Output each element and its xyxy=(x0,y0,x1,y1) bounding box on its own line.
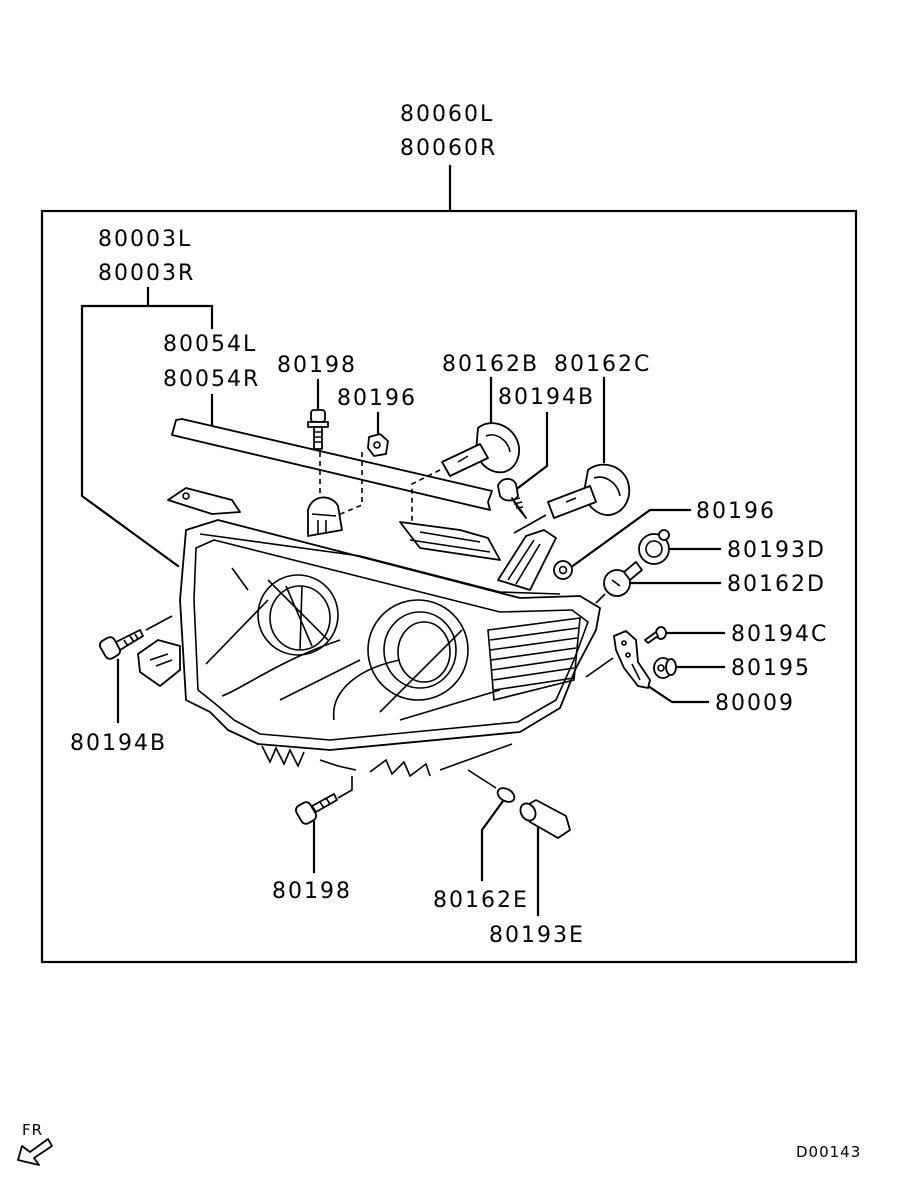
bulb-high-icon xyxy=(547,463,631,519)
trim-label-right[interactable]: 80054R xyxy=(163,367,260,392)
callout-screw-left[interactable]: 80194B xyxy=(70,731,167,756)
callout-bulb-d[interactable]: 80162D xyxy=(727,572,826,597)
callout-bolt-top[interactable]: 80198 xyxy=(277,353,357,378)
screw-icon xyxy=(497,478,527,519)
screw-top-leader xyxy=(516,411,549,490)
bolt-bottom-path xyxy=(337,776,353,799)
rear-socket-housing xyxy=(497,529,557,591)
callout-bolt-bottom[interactable]: 80198 xyxy=(272,879,352,904)
bulb-high-path xyxy=(513,514,547,534)
callout-bracket[interactable]: 80009 xyxy=(715,691,795,716)
assembly-label-right[interactable]: 80060R xyxy=(400,136,497,161)
housing-label-right[interactable]: 80003R xyxy=(98,261,195,286)
direction-label: FR xyxy=(22,1121,43,1139)
screw-left-path xyxy=(145,615,173,631)
callout-bulb-low[interactable]: 80162B xyxy=(442,352,539,377)
callout-nut-top[interactable]: 80196 xyxy=(337,386,417,411)
assembly-frame xyxy=(40,209,858,964)
diagram-code: D00143 xyxy=(796,1143,861,1161)
bulb-d-icon xyxy=(603,561,643,597)
socket-d-icon xyxy=(638,529,670,565)
callout-bulb-e[interactable]: 80162E xyxy=(433,888,529,913)
socket-e-icon xyxy=(519,799,571,839)
bolt-icon xyxy=(307,409,329,450)
assembly-label-left[interactable]: 80060L xyxy=(400,102,494,127)
mounting-tab-top-left xyxy=(167,487,241,515)
housing-label-left[interactable]: 80003L xyxy=(98,227,192,252)
callout-screw-c[interactable]: 80194C xyxy=(731,622,828,647)
callout-nut-right[interactable]: 80196 xyxy=(696,499,776,524)
bulb-e-leader xyxy=(480,799,505,882)
bracket-icon xyxy=(613,630,651,689)
front-arrow-icon xyxy=(17,1138,53,1166)
nut-right-leader xyxy=(568,508,692,570)
top-connector xyxy=(307,496,343,537)
headlamp-housing[interactable] xyxy=(137,487,601,778)
bulb-e-icon xyxy=(496,787,516,803)
bulb-low-dashed-path xyxy=(411,469,441,528)
callout-socket-e[interactable]: 80193E xyxy=(489,923,585,948)
bracket-path xyxy=(585,657,614,678)
bracket-leader xyxy=(646,684,710,704)
screw-left-icon xyxy=(99,629,144,660)
screw-c-icon xyxy=(644,626,667,644)
bulb-e-path xyxy=(467,769,497,789)
bolt-bottom-icon xyxy=(295,793,338,825)
housing-leader-line xyxy=(80,286,214,568)
nut-icon xyxy=(367,433,389,457)
mounting-tab-left xyxy=(137,639,181,687)
callout-grommet[interactable]: 80195 xyxy=(731,656,811,681)
nut-right-icon xyxy=(553,560,573,580)
callout-screw-top[interactable]: 80194B xyxy=(498,385,595,410)
trim-label-left[interactable]: 80054L xyxy=(163,332,257,357)
callout-socket-d[interactable]: 80193D xyxy=(727,538,826,563)
bulb-low-icon xyxy=(441,422,520,477)
trim-strip[interactable] xyxy=(171,418,493,511)
callout-bulb-high[interactable]: 80162C xyxy=(554,352,651,377)
bulb-d-path xyxy=(595,593,606,604)
grommet-icon xyxy=(653,657,677,679)
